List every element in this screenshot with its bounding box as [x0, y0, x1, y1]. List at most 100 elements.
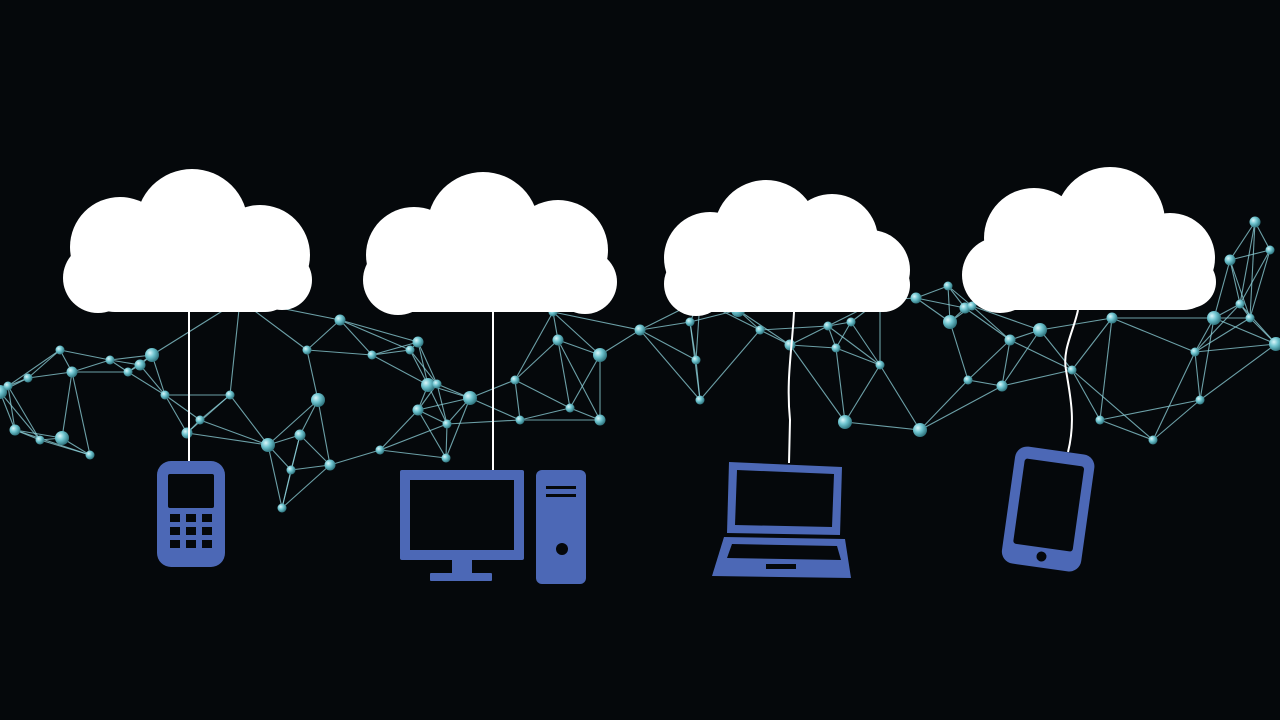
network-link	[789, 344, 837, 349]
network-link	[1071, 317, 1113, 371]
network-link	[1039, 317, 1113, 331]
network-node	[195, 415, 205, 425]
network-link	[569, 354, 601, 409]
network-link	[967, 379, 1003, 387]
network-link	[850, 321, 881, 366]
network-node	[55, 345, 65, 355]
mobile-phone-icon	[157, 461, 225, 567]
network-link	[61, 371, 73, 439]
network-link	[1001, 339, 1011, 387]
network-node	[1265, 245, 1275, 255]
network-link	[844, 421, 921, 431]
network-node	[441, 453, 451, 463]
network-node	[963, 375, 973, 385]
network-node	[838, 415, 852, 429]
network-link	[417, 409, 447, 459]
network-link	[339, 319, 419, 343]
network-link	[915, 285, 949, 299]
network-link	[1229, 259, 1241, 305]
network-link	[127, 371, 166, 396]
network-link	[59, 349, 111, 361]
network-link	[514, 339, 559, 381]
network-link	[1239, 249, 1271, 305]
network-link	[1071, 369, 1101, 421]
network-link	[1229, 221, 1256, 261]
network-link	[699, 329, 761, 401]
cloud-icon	[363, 172, 617, 315]
network-node	[691, 355, 701, 365]
network-link	[519, 407, 571, 421]
network-link	[514, 379, 521, 421]
network-node	[1190, 347, 1200, 357]
network-link	[835, 347, 881, 366]
network-node	[510, 375, 520, 385]
network-link	[329, 449, 381, 466]
network-link	[514, 379, 571, 409]
network-node	[943, 281, 953, 291]
network-link	[186, 432, 269, 446]
network-link	[915, 297, 966, 309]
network-node	[134, 359, 146, 371]
network-node	[784, 339, 796, 351]
network-link	[371, 341, 419, 356]
network-node	[913, 423, 927, 437]
network-link	[14, 429, 91, 456]
network-link	[759, 325, 829, 331]
cloud-icon	[664, 180, 910, 316]
network-link	[1152, 399, 1201, 441]
network-link	[1001, 329, 1041, 387]
network-node	[1004, 334, 1016, 346]
network-link	[469, 397, 521, 421]
network-link	[229, 299, 241, 396]
network-node	[432, 379, 442, 389]
network-link	[339, 319, 411, 351]
network-node	[1095, 415, 1105, 425]
network-link	[7, 385, 41, 441]
network-node	[823, 321, 833, 331]
network-link	[267, 444, 283, 509]
network-link	[281, 464, 331, 509]
network-link	[599, 329, 641, 356]
network-node	[334, 314, 346, 326]
network-node	[277, 503, 287, 513]
network-link	[844, 364, 881, 423]
network-node	[1106, 312, 1118, 324]
network-link	[371, 354, 429, 386]
network-link	[514, 311, 554, 381]
laptop-icon	[712, 462, 851, 578]
network-link	[164, 394, 201, 421]
network-node	[421, 378, 435, 392]
network-link	[306, 349, 319, 401]
network-link	[71, 359, 111, 373]
network-link	[919, 385, 1003, 431]
network-link	[1111, 317, 1196, 353]
network-link	[557, 339, 571, 409]
network-node	[1148, 435, 1158, 445]
network-node	[294, 429, 306, 441]
network-node	[160, 390, 170, 400]
network-node	[85, 450, 95, 460]
network-link	[557, 339, 601, 421]
network-link	[1213, 259, 1231, 319]
network-link	[1229, 249, 1271, 261]
network-link	[1099, 419, 1154, 441]
network-link	[639, 329, 701, 401]
network-node	[123, 367, 133, 377]
network-link	[7, 349, 61, 387]
network-node	[225, 390, 235, 400]
network-link	[27, 371, 73, 379]
network-link	[947, 285, 973, 307]
network-link	[445, 423, 448, 459]
network-link	[306, 349, 373, 356]
network-link	[446, 419, 521, 425]
network-link	[967, 339, 1011, 381]
cloud-icon	[63, 169, 312, 313]
network-link	[557, 339, 601, 356]
network-link	[267, 399, 319, 446]
network-node	[9, 424, 21, 436]
network-node	[286, 465, 296, 475]
network-link	[1213, 317, 1277, 345]
network-node	[181, 427, 193, 439]
